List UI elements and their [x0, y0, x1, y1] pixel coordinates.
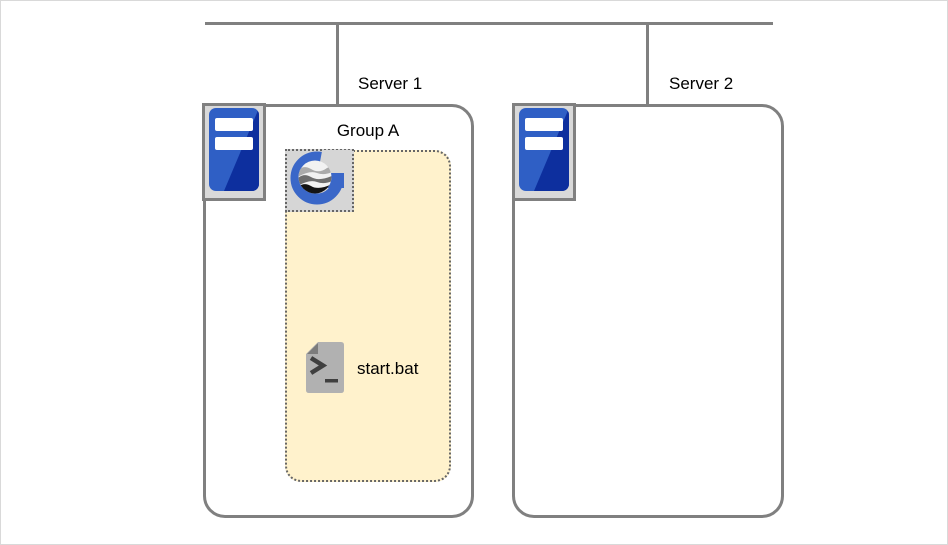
server2-label: Server 2: [669, 74, 734, 93]
server2-badge: [512, 103, 576, 201]
network-bus-line: [205, 22, 773, 25]
connector-server1: [336, 23, 339, 104]
script-file-label: start.bat: [357, 359, 419, 378]
server1-label: Server 1: [358, 74, 423, 93]
server-tower-icon: [205, 104, 263, 200]
group-a-label: Group A: [336, 121, 400, 140]
connector-server2: [646, 23, 649, 104]
batch-script-file-icon: [305, 341, 345, 393]
server1-badge: [202, 103, 266, 201]
server-tower-icon: [515, 104, 573, 200]
group-a-badge: [285, 118, 384, 212]
geneos-g-logo-icon: [288, 118, 384, 212]
